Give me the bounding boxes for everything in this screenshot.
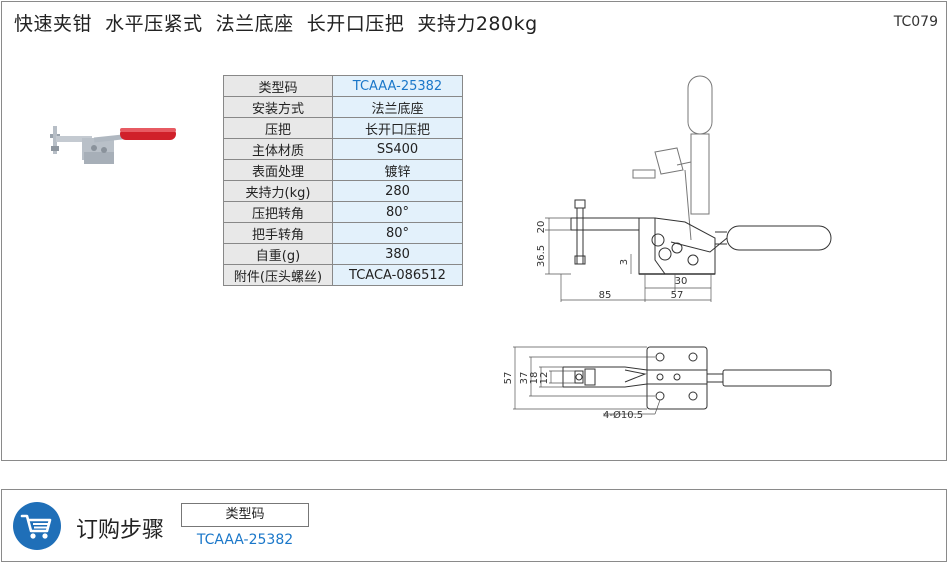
spec-value: 280	[332, 180, 463, 202]
dim-3: 3	[619, 259, 630, 265]
table-row: 附件(压头螺丝) TCACA-086512	[223, 264, 463, 286]
spec-value: 法兰底座	[332, 96, 463, 118]
top-view	[562, 346, 832, 410]
spec-key: 把手转角	[223, 222, 333, 244]
open-position-outline	[632, 75, 713, 241]
spec-key: 安装方式	[223, 96, 333, 118]
spec-value-type-code[interactable]: TCAAA-25382	[332, 75, 463, 97]
product-code: TC079	[893, 14, 938, 30]
spec-key: 压把	[223, 117, 333, 139]
spec-value: 长开口压把	[332, 117, 463, 139]
dim-12: 12	[539, 372, 550, 385]
dim-36-5: 36.5	[536, 245, 547, 267]
spec-key: 自重(g)	[223, 243, 333, 265]
dim-18: 18	[529, 372, 540, 385]
order-type-code-value[interactable]: TCAAA-25382	[196, 532, 294, 548]
table-row: 压把 长开口压把	[223, 117, 463, 139]
spec-key: 类型码	[223, 75, 333, 97]
spec-key: 夹持力(kg)	[223, 180, 333, 202]
side-dimension-labels: 20 36.5 3 30 85 57	[536, 221, 687, 301]
table-row: 类型码 TCAAA-25382	[223, 75, 463, 97]
spec-value: 80°	[332, 222, 463, 244]
spec-value: 380	[332, 243, 463, 265]
product-panel	[1, 1, 947, 461]
page-title: 快速夹钳 水平压紧式 法兰底座 长开口压把 夹持力280kg	[14, 13, 538, 35]
dim-hole: 4-Ø10.5	[603, 409, 643, 421]
spec-value: 镀锌	[332, 159, 463, 181]
dim-57: 57	[671, 290, 684, 301]
dim-20: 20	[536, 221, 547, 234]
order-type-code-label: 类型码	[181, 503, 309, 527]
top-dimension-labels: 57 37 18 12 4-Ø10.5	[503, 372, 643, 421]
spec-value: SS400	[332, 138, 463, 160]
table-row: 安装方式 法兰底座	[223, 96, 463, 118]
side-dimensions	[545, 217, 712, 302]
table-row: 主体材质 SS400	[223, 138, 463, 160]
spec-value: TCACA-086512	[332, 264, 463, 286]
dim-57-top: 57	[503, 372, 514, 385]
table-row: 压把转角 80°	[223, 201, 463, 223]
cart-icon	[13, 502, 61, 550]
table-row: 表面处理 镀锌	[223, 159, 463, 181]
spec-key: 表面处理	[223, 159, 333, 181]
table-row: 自重(g) 380	[223, 243, 463, 265]
spec-value: 80°	[332, 201, 463, 223]
dim-30: 30	[675, 276, 688, 287]
side-view	[570, 199, 832, 275]
top-dimensions	[513, 346, 661, 415]
spec-key: 压把转角	[223, 201, 333, 223]
dim-37: 37	[519, 372, 530, 385]
product-photo	[50, 126, 176, 164]
table-row: 把手转角 80°	[223, 222, 463, 244]
order-steps-title: 订购步骤	[76, 518, 165, 543]
spec-key: 附件(压头螺丝)	[223, 264, 333, 286]
table-row: 夹持力(kg) 280	[223, 180, 463, 202]
spec-key: 主体材质	[223, 138, 333, 160]
spec-table: 类型码 TCAAA-25382 安装方式 法兰底座 压把 长开口压把 主体材质 …	[223, 75, 463, 286]
technical-drawing: 20 36.5 3 30 85 57	[503, 75, 832, 421]
order-panel	[1, 489, 947, 562]
dim-85: 85	[599, 290, 612, 301]
